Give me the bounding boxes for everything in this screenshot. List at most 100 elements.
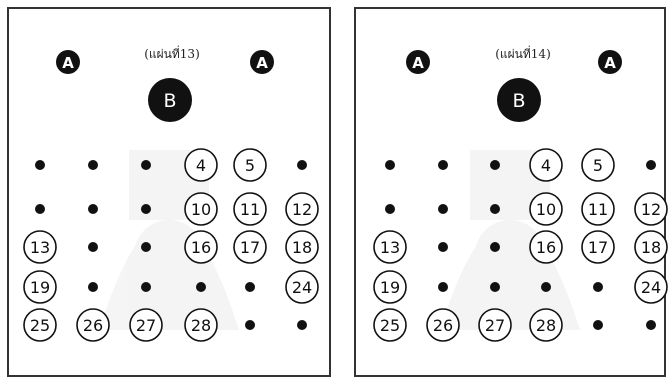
hole-numbered: 24: [286, 271, 318, 303]
marker-a-label: A: [412, 54, 424, 72]
hole-number: 16: [191, 238, 211, 257]
marker-b-label: B: [163, 90, 176, 112]
hole-number: 10: [536, 200, 556, 219]
hole-dot: [245, 320, 255, 330]
hole-numbered: 19: [374, 271, 406, 303]
marker-a-right: A: [598, 50, 622, 74]
hole-number: 17: [240, 238, 260, 257]
hole-dot: [490, 204, 500, 214]
hole-numbered: 25: [374, 309, 406, 341]
marker-a-label: A: [256, 54, 268, 72]
sheet-caption: (แผ่นที่14): [495, 45, 551, 61]
hole-numbered: 11: [582, 193, 614, 225]
hole-number: 4: [196, 156, 206, 175]
hole-number: 24: [641, 278, 661, 297]
marker-b-label: B: [512, 90, 525, 112]
hole-number: 18: [641, 238, 661, 257]
hole-number: 17: [588, 238, 608, 257]
hole-numbered: 26: [77, 309, 109, 341]
hole-numbered: 5: [582, 149, 614, 181]
hole-dot: [490, 282, 500, 292]
hole-number: 5: [245, 156, 255, 175]
hole-number: 11: [240, 200, 260, 219]
hole-numbered: 27: [479, 309, 511, 341]
sheet-1: (แผ่นที่13) A A B 4 5 10 11 12 13 16 17 18 19 24 25 26 27…: [8, 8, 330, 376]
hole-dot: [385, 204, 395, 214]
hole-dot: [646, 320, 656, 330]
hole-dot: [35, 204, 45, 214]
hole-number: 11: [588, 200, 608, 219]
hole-number: 28: [536, 316, 556, 335]
hole-dot: [593, 320, 603, 330]
hole-number: 12: [292, 200, 312, 219]
hole-numbered: 13: [24, 231, 56, 263]
hole-dot: [88, 242, 98, 252]
hole-number: 27: [136, 316, 156, 335]
hole-numbered: 17: [582, 231, 614, 263]
sheet-caption: (แผ่นที่13): [144, 45, 200, 61]
hole-number: 10: [191, 200, 211, 219]
hole-number: 16: [536, 238, 556, 257]
hole-number: 25: [30, 316, 50, 335]
hole-dot: [88, 160, 98, 170]
hole-number: 13: [30, 238, 50, 257]
hole-dot: [593, 282, 603, 292]
hole-dot: [438, 160, 448, 170]
hole-dot: [541, 282, 551, 292]
hole-dot: [88, 204, 98, 214]
marker-b: B: [497, 78, 541, 122]
marker-a-label: A: [604, 54, 616, 72]
hole-dot: [438, 242, 448, 252]
hole-dot: [141, 204, 151, 214]
hole-numbered: 18: [635, 231, 667, 263]
hole-dot: [438, 282, 448, 292]
hole-dot: [490, 242, 500, 252]
hole-numbered: 27: [130, 309, 162, 341]
hole-dot: [88, 282, 98, 292]
hole-number: 26: [83, 316, 103, 335]
marker-a-left: A: [56, 50, 80, 74]
hole-dot: [297, 160, 307, 170]
hole-number: 28: [191, 316, 211, 335]
hole-number: 27: [485, 316, 505, 335]
hole-numbered: 4: [185, 149, 217, 181]
hole-number: 26: [433, 316, 453, 335]
hole-dot: [490, 160, 500, 170]
hole-numbered: 12: [286, 193, 318, 225]
hole-number: 5: [593, 156, 603, 175]
hole-numbered: 13: [374, 231, 406, 263]
hole-number: 4: [541, 156, 551, 175]
hole-numbered: 12: [635, 193, 667, 225]
hole-numbered: 5: [234, 149, 266, 181]
hole-numbered: 18: [286, 231, 318, 263]
hole-numbered: 16: [530, 231, 562, 263]
hole-numbered: 25: [24, 309, 56, 341]
hole-numbered: 16: [185, 231, 217, 263]
hole-dot: [141, 160, 151, 170]
hole-dot: [646, 160, 656, 170]
hole-numbered: 17: [234, 231, 266, 263]
marker-a-left: A: [406, 50, 430, 74]
hole-number: 18: [292, 238, 312, 257]
hole-number: 19: [380, 278, 400, 297]
hole-number: 13: [380, 238, 400, 257]
marker-b: B: [148, 78, 192, 122]
hole-numbered: 19: [24, 271, 56, 303]
hole-number: 12: [641, 200, 661, 219]
hole-numbered: 26: [427, 309, 459, 341]
hole-dot: [141, 242, 151, 252]
hole-numbered: 4: [530, 149, 562, 181]
hole-numbered: 10: [530, 193, 562, 225]
hole-dot: [438, 204, 448, 214]
marker-a-right: A: [250, 50, 274, 74]
hole-numbered: 28: [530, 309, 562, 341]
hole-dot: [141, 282, 151, 292]
hole-dot: [297, 320, 307, 330]
marker-a-label: A: [62, 54, 74, 72]
hole-numbered: 24: [635, 271, 667, 303]
sheet-2: (แผ่นที่14) A A B 4 5 10 11 12 13 16 17 18 19 24 25 26 27…: [355, 8, 667, 376]
hole-dot: [196, 282, 206, 292]
hole-numbered: 11: [234, 193, 266, 225]
